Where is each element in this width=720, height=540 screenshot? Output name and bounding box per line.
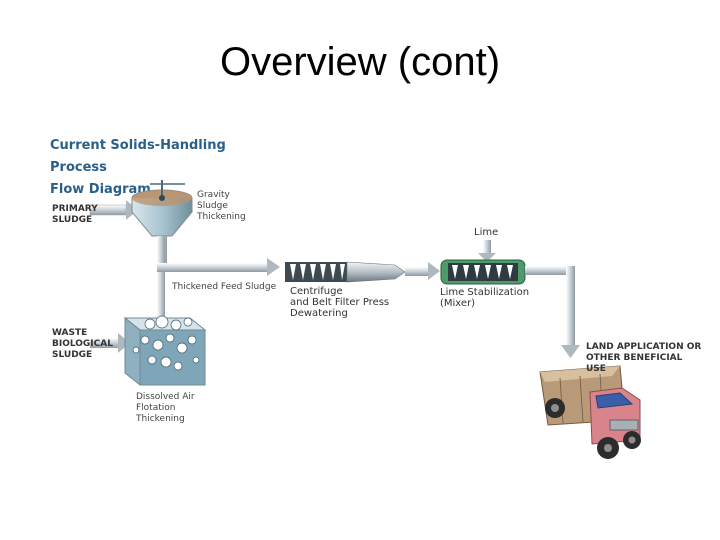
primary-sludge-label: PRIMARY SLUDGE (52, 204, 98, 225)
lime-label: Lime (474, 227, 499, 238)
diagram-title: Current Solids-Handling Process Flow Dia… (50, 135, 270, 201)
gravity-thickening-label: Gravity Sludge Thickening (197, 190, 246, 222)
thickened-feed-label: Thickened Feed Sludge (172, 282, 277, 292)
dump-truck (539, 365, 641, 459)
diagram-title-line1: Current Solids-Handling Process (50, 138, 226, 175)
daf-label: Dissolved Air Flotation Thickening (136, 392, 195, 424)
centrifuge (285, 261, 406, 283)
feed-pipe-vertical (157, 236, 165, 316)
feed-pipe-horizontal (157, 258, 280, 276)
slide-title: Overview (cont) (219, 40, 501, 84)
waste-sludge-arrow (90, 333, 130, 353)
waste-sludge-label: WASTE BIOLOGICAL SLUDGE (52, 328, 113, 360)
dewatered-pipe (405, 262, 440, 280)
centrifuge-label: Centrifuge and Belt Filter Press Dewater… (290, 286, 390, 319)
lime-stabilization-label: Lime Stabilization (Mixer) (440, 287, 530, 309)
lime-arrow (478, 240, 496, 262)
product-pipe (525, 266, 580, 358)
daf-tank (123, 315, 207, 387)
diagram-title-line2: Flow Diagram (50, 182, 151, 197)
lime-mixer (440, 259, 526, 285)
land-application-label: LAND APPLICATION OR OTHER BENEFICIAL USE (586, 342, 702, 374)
